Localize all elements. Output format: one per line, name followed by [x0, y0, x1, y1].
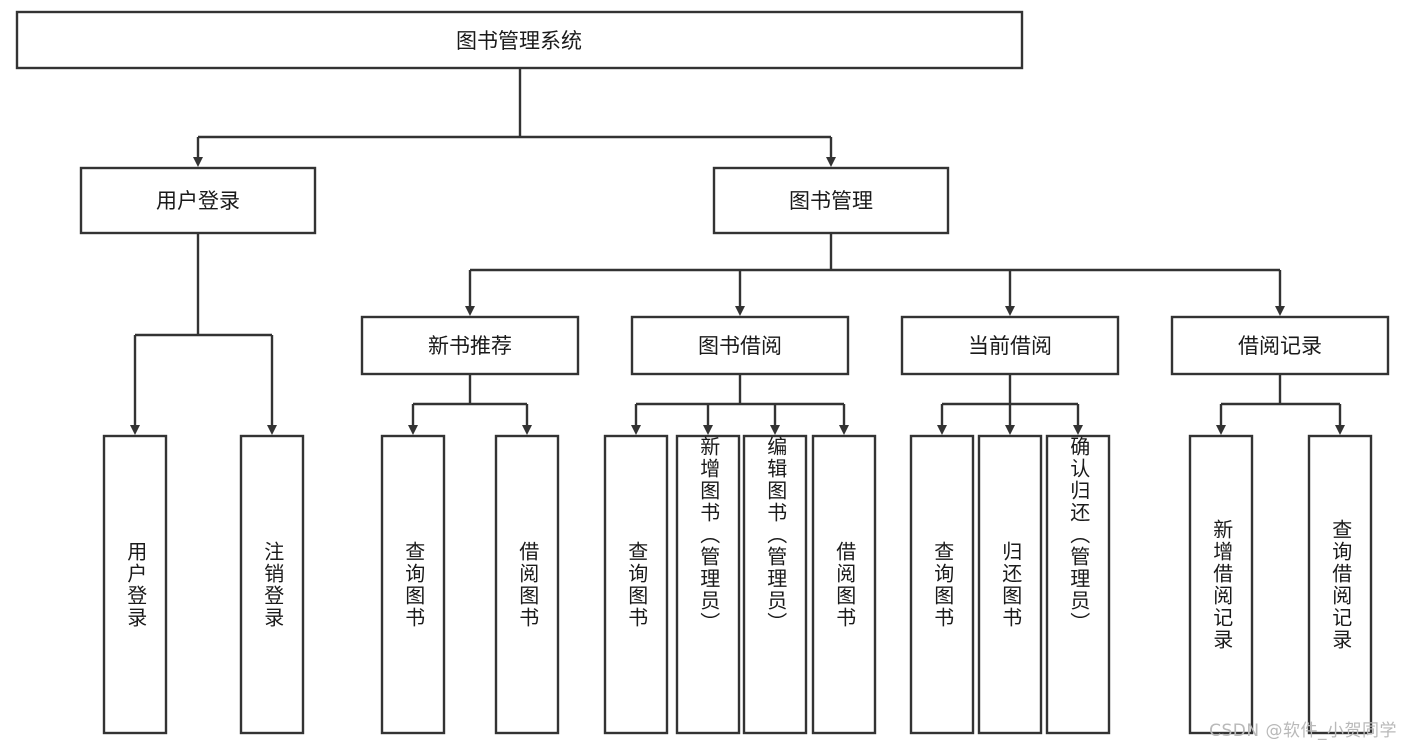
leaf-boxes-current-borrow	[909, 434, 1111, 735]
leaf-box-current-borrow-1[interactable]	[977, 434, 1043, 735]
connector-borrow-record-to-leaves	[1216, 374, 1345, 435]
node-user-login-label: 用户登录	[156, 189, 240, 213]
node-borrow-record[interactable]: 借阅记录	[1170, 315, 1390, 376]
leaf-box-current-borrow-2[interactable]	[1045, 434, 1111, 735]
connector-user-login-to-leaves	[130, 233, 277, 435]
leaf-box-book-borrow-3[interactable]	[811, 434, 877, 735]
node-borrow-record-label: 借阅记录	[1238, 334, 1322, 358]
node-new-book-recommend[interactable]: 新书推荐	[360, 315, 580, 376]
node-book-borrow[interactable]: 图书借阅	[630, 315, 850, 376]
node-book-management-label: 图书管理	[789, 189, 873, 213]
node-root-label: 图书管理系统	[456, 29, 582, 53]
leaf-box-user-login-0[interactable]	[102, 434, 168, 735]
leaf-box-new-book-rec-0[interactable]	[380, 434, 446, 735]
connector-new-book-to-leaves	[408, 374, 532, 435]
connector-root-to-level2	[193, 68, 836, 167]
leaf-box-borrow-record-1[interactable]	[1307, 434, 1373, 735]
node-current-borrow-label: 当前借阅	[968, 334, 1052, 358]
leaf-box-book-borrow-0[interactable]	[603, 434, 669, 735]
node-current-borrow[interactable]: 当前借阅	[900, 315, 1120, 376]
node-book-management[interactable]: 图书管理	[712, 166, 950, 235]
leaf-boxes-user-login	[102, 434, 305, 735]
leaf-boxes-new-book-rec	[380, 434, 560, 735]
leaf-box-borrow-record-0[interactable]	[1188, 434, 1254, 735]
leaf-box-book-borrow-1[interactable]	[675, 434, 741, 735]
connector-current-borrow-to-leaves	[937, 374, 1083, 435]
leaf-boxes-borrow-record	[1188, 434, 1373, 735]
node-root[interactable]: 图书管理系统	[15, 10, 1024, 70]
node-new-book-recommend-label: 新书推荐	[428, 334, 512, 358]
node-book-borrow-label: 图书借阅	[698, 334, 782, 358]
leaf-box-user-login-1[interactable]	[239, 434, 305, 735]
leaf-box-new-book-rec-1[interactable]	[494, 434, 560, 735]
leaf-boxes-book-borrow	[603, 434, 877, 735]
connector-book-borrow-to-leaves	[631, 374, 849, 435]
node-user-login[interactable]: 用户登录	[79, 166, 317, 235]
leaf-box-book-borrow-2[interactable]	[742, 434, 808, 735]
connector-book-mgmt-to-level3	[465, 233, 1285, 316]
watermark-text: CSDN @软件_小贺同学	[1209, 721, 1397, 741]
leaf-box-current-borrow-0[interactable]	[909, 434, 975, 735]
